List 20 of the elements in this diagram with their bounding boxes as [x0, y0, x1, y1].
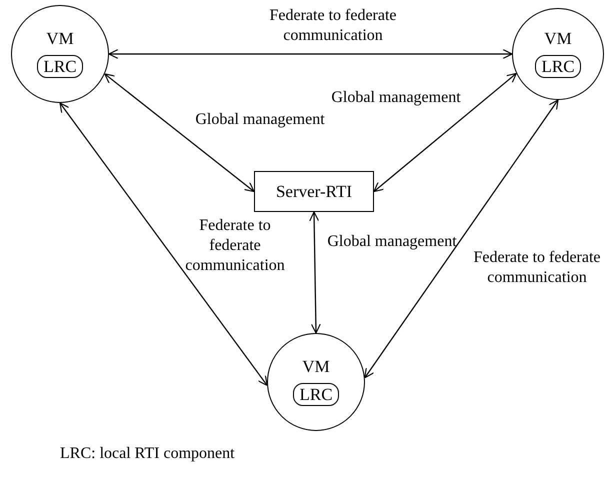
edge-label: Global management	[327, 233, 457, 250]
edge-label: Global management	[195, 111, 325, 128]
node-label: VM	[544, 30, 572, 47]
component-pill: LRC	[293, 383, 339, 406]
legend-note: LRC: local RTI component	[60, 445, 235, 462]
double-arrow	[108, 48, 513, 60]
component-pill: LRC	[37, 55, 83, 78]
edge-label: Global management	[331, 89, 461, 106]
component-pill: LRC	[535, 55, 581, 78]
node-label: VM	[46, 30, 74, 47]
edge-label: Federate to federate communication	[473, 249, 601, 286]
double-arrow	[104, 73, 255, 192]
server-box: Server-RTI	[254, 171, 374, 212]
edge-label: Federate to federate communication	[185, 217, 285, 274]
double-arrow	[373, 72, 517, 192]
edge-label: Federate to federate communication	[269, 7, 397, 44]
double-arrow	[364, 99, 559, 378]
node-label: VM	[302, 358, 330, 375]
double-arrow	[59, 102, 268, 386]
double-arrow	[309, 211, 321, 334]
